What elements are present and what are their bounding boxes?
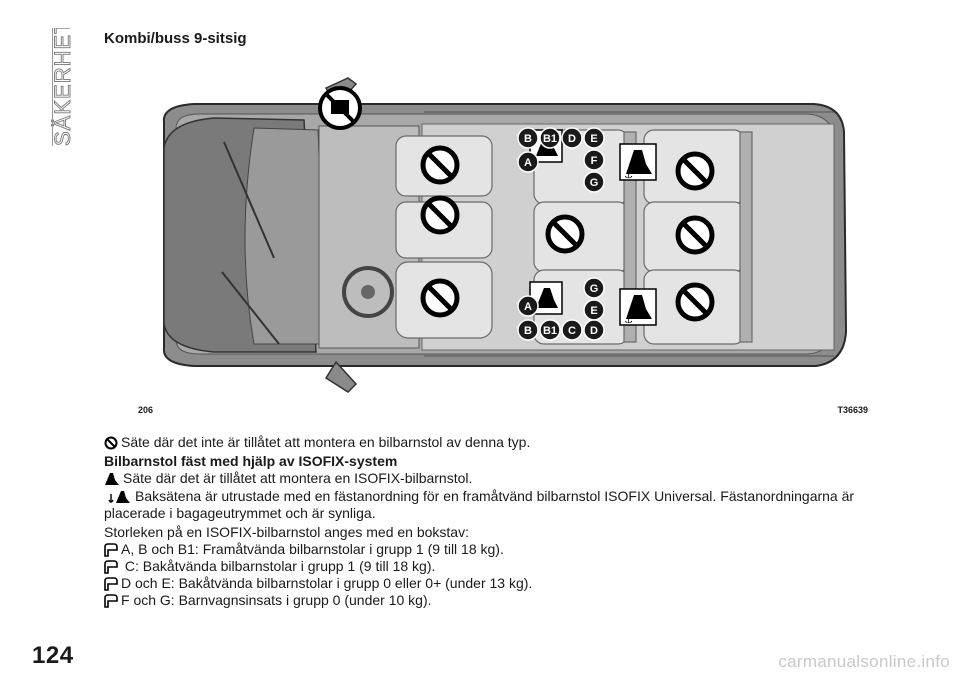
- size-letters-bottom: G A E B B1 C D: [517, 277, 605, 341]
- isofix-heading: Bilbarnstol fäst med hjälp av ISOFIX-sys…: [104, 453, 398, 469]
- legend-rear-seats: Baksätena är utrustade med en fästanordn…: [104, 488, 874, 522]
- size-letter: G: [590, 177, 599, 189]
- legend-isofix-allowed: Säte där det är tillåtet att montera en …: [104, 470, 874, 487]
- size-letter: C: [568, 325, 576, 337]
- prohibited-icon: [678, 285, 712, 319]
- size-letter: E: [590, 133, 597, 145]
- size-letter: E: [590, 305, 597, 317]
- isofix-seat-icon: ⚓: [619, 143, 657, 181]
- figure-number: 206: [138, 405, 154, 415]
- prohibited-icon: [423, 198, 457, 232]
- size-letter: G: [590, 283, 599, 295]
- legend-isofix-allowed-text: Säte där det är tillåtet att montera en …: [123, 470, 473, 486]
- prohibited-icon: [548, 217, 582, 251]
- prohibited-icon: [423, 281, 457, 315]
- page-number: 124: [32, 642, 74, 669]
- isofix-seat-icon: ⚓: [619, 288, 657, 326]
- size-item: C: Bakåtvända bilbarnstolar i grupp 1 (9…: [104, 558, 874, 575]
- size-item-text: A, B och B1: Framåtvända bilbarnstolar i…: [121, 541, 504, 557]
- legend-no-seat: Säte där det inte är tillåtet att monter…: [104, 434, 874, 451]
- child-seat-bullet-icon: [104, 560, 118, 574]
- size-letter: D: [568, 133, 576, 145]
- child-seat-bullet-icon: [104, 577, 118, 591]
- prohibited-icon: [678, 154, 712, 188]
- size-letters-top: B B1 D E A F G: [517, 127, 605, 193]
- section-side-label-text: SÄKERHET: [50, 28, 75, 146]
- section-heading: Kombi/buss 9-sitsig: [104, 30, 247, 47]
- child-seat-bullet-icon: [104, 594, 118, 608]
- size-letter: F: [591, 155, 598, 167]
- seating-diagram: ⚓ ⚓ B B1 D E A F G G A E B B1 C D: [104, 62, 874, 414]
- size-intro: Storleken på en ISOFIX-bilbarnstol anges…: [104, 524, 469, 540]
- body-text: Säte där det inte är tillåtet att monter…: [104, 434, 874, 609]
- isofix-anchor-icon: [108, 491, 130, 503]
- side-rule: [52, 28, 53, 146]
- size-item: F och G: Barnvagnsinsats i grupp 0 (unde…: [104, 592, 874, 609]
- size-letter: B: [524, 325, 532, 337]
- size-letter: A: [524, 301, 532, 313]
- size-letter: A: [524, 157, 532, 169]
- section-side-label: SÄKERHET: [30, 28, 80, 158]
- size-item-text: D och E: Bakåtvända bilbarnstolar i grup…: [121, 575, 533, 591]
- size-letter: D: [590, 325, 598, 337]
- prohibited-icon: [104, 436, 118, 450]
- anchor-icon: ⚓: [624, 170, 633, 181]
- size-item-text: C: Bakåtvända bilbarnstolar i grupp 1 (9…: [121, 558, 436, 574]
- size-letter: B1: [543, 325, 557, 337]
- prohibited-icon: [423, 148, 457, 182]
- size-item: A, B och B1: Framåtvända bilbarnstolar i…: [104, 541, 874, 558]
- child-seat-bullet-icon: [104, 543, 118, 557]
- anchor-icon: ⚓: [624, 315, 633, 326]
- legend-rear-seats-text: Baksätena är utrustade med en fästanordn…: [104, 488, 855, 521]
- size-item: D och E: Bakåtvända bilbarnstolar i grup…: [104, 575, 874, 592]
- size-letter: B: [524, 133, 532, 145]
- airbag-warning-icon: [318, 86, 362, 130]
- size-letter: B1: [543, 133, 557, 145]
- figure-footer: 206 T36639: [104, 405, 874, 417]
- prohibited-icon: [678, 218, 712, 252]
- legend-no-seat-text: Säte där det inte är tillåtet att monter…: [121, 434, 531, 450]
- figure-code: T36639: [837, 405, 868, 415]
- isofix-seat-icon: [105, 473, 119, 485]
- watermark: carmanualsonline.info: [778, 652, 950, 671]
- size-item-text: F och G: Barnvagnsinsats i grupp 0 (unde…: [121, 592, 432, 608]
